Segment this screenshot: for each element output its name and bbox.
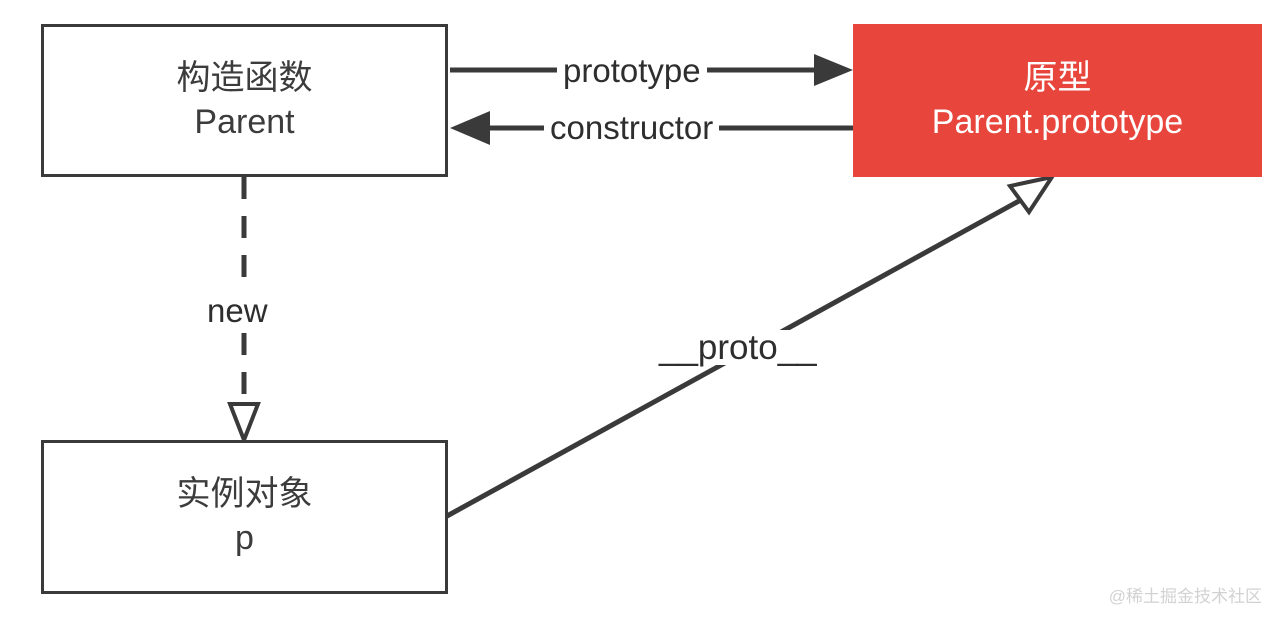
edge-prototype-arrowhead <box>814 54 853 86</box>
node-prototype-object[interactable]: 原型 Parent.prototype <box>853 24 1262 177</box>
node-constructor-subtitle: Parent <box>194 102 295 141</box>
edge-proto-arrowhead <box>1006 174 1057 216</box>
edge-label-prototype: prototype <box>557 54 707 87</box>
node-instance-title: 实例对象 <box>176 475 313 514</box>
edge-label-constructor: constructor <box>544 111 720 144</box>
node-prototype-title: 原型 <box>1023 58 1092 97</box>
node-constructor-parent[interactable]: 构造函数 Parent <box>41 24 448 177</box>
edge-new-arrowhead <box>227 402 261 446</box>
watermark-text: @稀土掘金技术社区 <box>1108 587 1262 606</box>
edge-label-proto: __proto__ <box>655 330 821 365</box>
node-constructor-title: 构造函数 <box>176 58 313 97</box>
node-prototype-subtitle: Parent.prototype <box>931 102 1184 141</box>
edge-label-new: new <box>201 294 274 327</box>
node-instance-p[interactable]: 实例对象 p <box>41 440 448 594</box>
edge-constructor-arrowhead <box>450 111 490 145</box>
node-instance-subtitle: p <box>235 519 254 557</box>
